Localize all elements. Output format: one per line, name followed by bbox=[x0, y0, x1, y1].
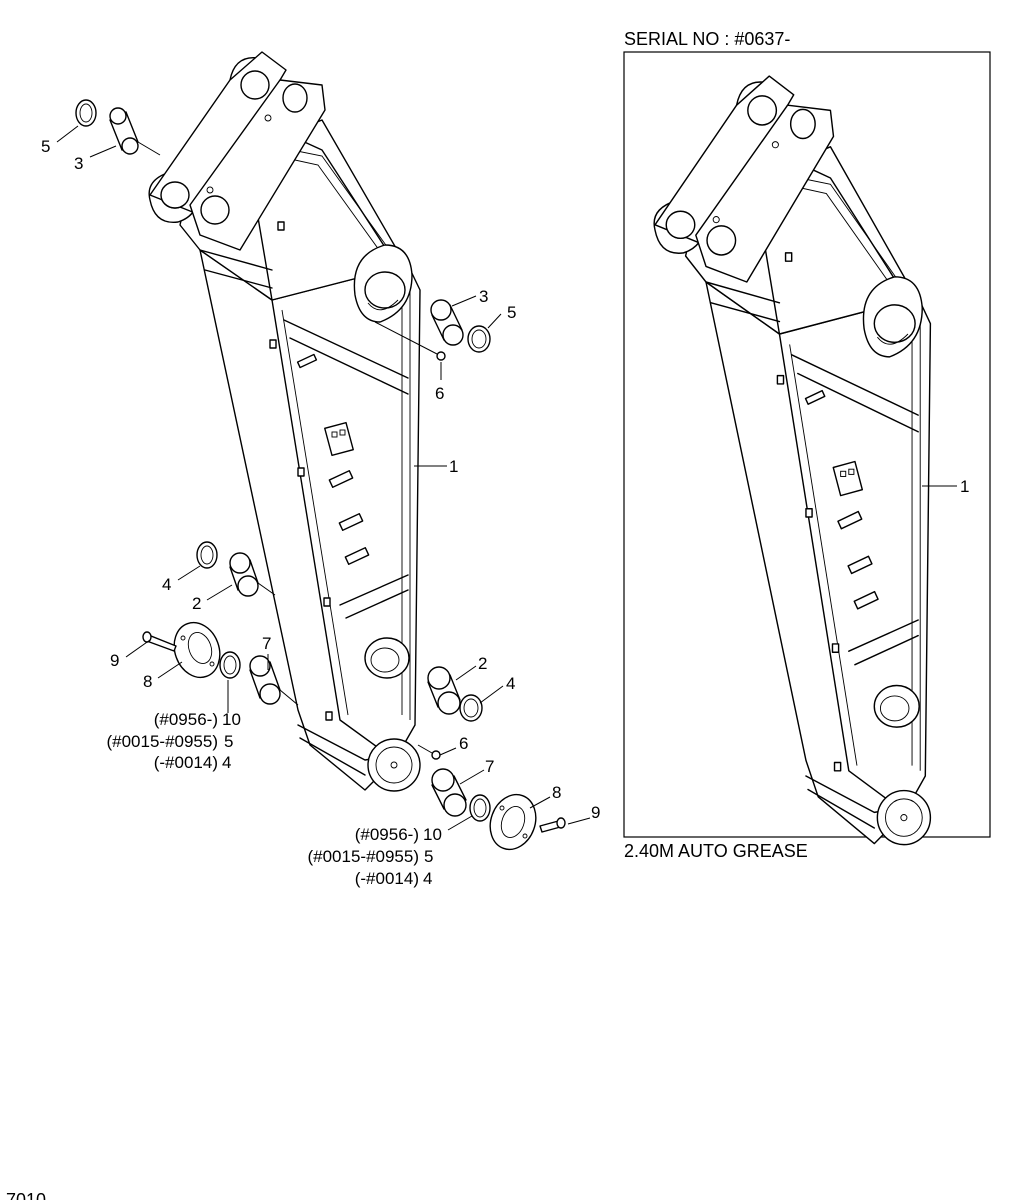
part-6-grease-nipple-upper bbox=[374, 321, 446, 361]
part-5-top-ring bbox=[75, 99, 97, 127]
serial-notes-left: (#0956-) 10 (#0015-#0955) 5 (-#0014) 4 bbox=[106, 710, 240, 772]
serial-part-b-2: 5 bbox=[424, 847, 433, 866]
main-arm-drawing bbox=[148, 51, 421, 792]
callout-7-right: 7 bbox=[485, 757, 494, 776]
callout-5-mid: 5 bbox=[507, 303, 516, 322]
callout-9-right: 9 bbox=[591, 803, 600, 822]
callout-8-right: 8 bbox=[552, 783, 561, 802]
part-7-right-bushing bbox=[431, 768, 467, 817]
left-bushing-leader bbox=[257, 582, 276, 596]
callout-2-right: 2 bbox=[478, 654, 487, 673]
serial-range-a-2: (#0956-) bbox=[355, 825, 419, 844]
callout-2-left: 2 bbox=[192, 594, 201, 613]
serial-number-label: SERIAL NO : #0637- bbox=[624, 29, 790, 49]
part-9-right-bolt bbox=[539, 817, 566, 833]
serial-range-a: (#0956-) bbox=[154, 710, 218, 729]
variant-arm-drawing bbox=[653, 75, 932, 846]
callout-4-right: 4 bbox=[506, 674, 515, 693]
part-9-left-bolt bbox=[142, 631, 177, 652]
serial-part-a-2: 10 bbox=[423, 825, 442, 844]
serial-part-a: 10 bbox=[222, 710, 241, 729]
serial-range-b-2: (#0015-#0955) bbox=[307, 847, 419, 866]
part-8-right-plate bbox=[489, 793, 537, 851]
serial-notes-right: (#0956-) 10 (#0015-#0955) 5 (-#0014) 4 bbox=[307, 825, 441, 888]
callout-8-left: 8 bbox=[143, 672, 152, 691]
serial-range-c-2: (-#0014) bbox=[355, 869, 419, 888]
callout-3-mid: 3 bbox=[479, 287, 488, 306]
serial-part-c-2: 4 bbox=[423, 869, 432, 888]
top-bushing-leader bbox=[137, 141, 161, 156]
part-4-left-ring bbox=[196, 541, 218, 569]
variant-frame bbox=[623, 51, 991, 838]
callout-1-variant: 1 bbox=[960, 477, 969, 496]
callout-leaders bbox=[56, 125, 591, 831]
part-2-left-bushing bbox=[229, 552, 259, 597]
part-7-left-bushing bbox=[249, 655, 281, 705]
part-10-left-ring bbox=[219, 651, 241, 679]
callout-5-top: 5 bbox=[41, 137, 50, 156]
part-10-right-ring bbox=[469, 794, 491, 822]
part-3-top-bushing bbox=[109, 107, 139, 155]
part-8-left-plate bbox=[173, 621, 221, 679]
callout-3-top: 3 bbox=[74, 154, 83, 173]
part-6-grease-nipple-lower bbox=[417, 744, 441, 760]
serial-part-b: 5 bbox=[224, 732, 233, 751]
left-lower-leader bbox=[279, 689, 299, 706]
serial-range-b: (#0015-#0955) bbox=[106, 732, 218, 751]
variant-caption: 2.40M AUTO GREASE bbox=[624, 841, 808, 861]
callout-9-left: 9 bbox=[110, 651, 119, 670]
part-4-right-ring bbox=[459, 694, 483, 722]
callout-4-left: 4 bbox=[162, 575, 171, 594]
part-5-mid-ring bbox=[467, 325, 491, 353]
callout-7-left: 7 bbox=[262, 634, 271, 653]
callout-6-lower: 6 bbox=[459, 734, 468, 753]
part-3-mid-bushing bbox=[430, 299, 464, 346]
callout-6-upper: 6 bbox=[435, 384, 444, 403]
page-code: 7010 bbox=[6, 1190, 46, 1200]
callout-1-left: 1 bbox=[449, 457, 458, 476]
serial-part-c: 4 bbox=[222, 753, 231, 772]
serial-range-c: (-#0014) bbox=[154, 753, 218, 772]
part-2-right-bushing bbox=[427, 666, 461, 715]
